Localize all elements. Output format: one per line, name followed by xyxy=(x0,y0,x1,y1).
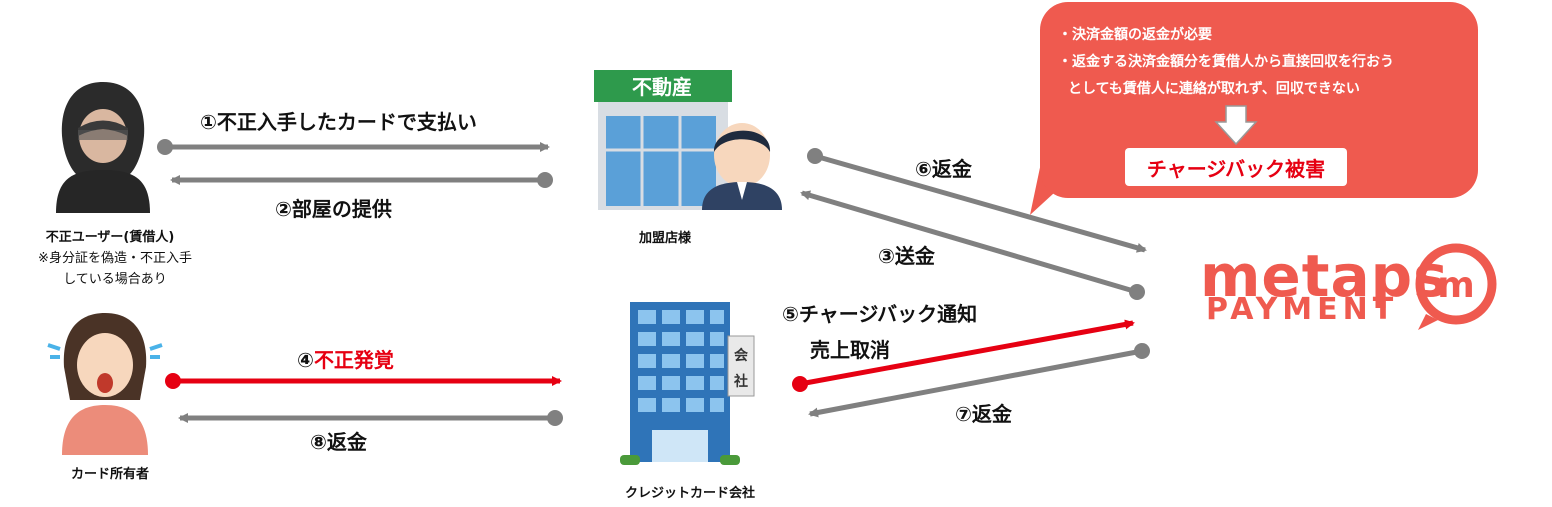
arrow-step-5 xyxy=(792,319,1135,392)
card-company-label: クレジットカード会社 xyxy=(624,486,755,501)
payment-logo-text: PAYMENT xyxy=(1206,292,1399,327)
step-5-label-line1: ⑤チャージバック通知 xyxy=(782,302,978,326)
step-7-label: ⑦返金 xyxy=(955,402,1012,426)
step-4-prefix: ④ xyxy=(297,348,314,372)
metaps-logo-mark-letter: m xyxy=(1437,265,1475,306)
arrow-step-1 xyxy=(157,139,550,155)
arrow-step-6 xyxy=(807,148,1147,253)
chargeback-damage-box: チャージバック被害 xyxy=(1125,148,1347,186)
arrow-step-8 xyxy=(178,410,563,426)
card-owner-label: カード所有者 xyxy=(70,467,149,482)
arrow-step-2 xyxy=(170,172,553,188)
distressed-card-owner-icon xyxy=(47,313,163,455)
fraud-user-label: 不正ユーザー(賃借人) xyxy=(45,230,175,245)
step-5-label-line2: 売上取消 xyxy=(810,338,890,362)
metaps-logo-mark: m xyxy=(1415,243,1497,330)
callout-line1: ・決済金額の返金が必要 xyxy=(1058,27,1212,43)
arrow-step-7 xyxy=(808,343,1150,418)
step-3-label: ③送金 xyxy=(878,244,935,268)
step-4-label: ④不正発覚 xyxy=(297,344,394,373)
arrow-step-4 xyxy=(165,373,562,389)
callout-line2: ・返金する決済金額分を賃借人から直接回収を行おう xyxy=(1058,54,1394,70)
company-sign-top: 会 xyxy=(734,347,749,364)
hooded-figure-icon xyxy=(56,82,150,213)
down-arrow-icon xyxy=(1214,105,1258,146)
company-sign-bottom: 社 xyxy=(733,373,748,390)
chargeback-damage-text: チャージバック被害 xyxy=(1146,156,1326,181)
merchant-label: 加盟店様 xyxy=(638,231,691,246)
step-4-text: 不正発覚 xyxy=(313,348,394,372)
real-estate-office-icon: 不動産 xyxy=(594,70,782,210)
fraud-user-note-line2: している場合あり xyxy=(63,272,167,287)
callout-line3: としても賃借人に連絡が取れず、回収できない xyxy=(1068,81,1360,97)
step-6-label: ⑥返金 xyxy=(915,157,972,181)
step-2-label: ②部屋の提供 xyxy=(275,197,392,221)
fraud-user-note-line1: ※身分証を偽造・不正入手 xyxy=(38,251,192,266)
merchant-sign-text: 不動産 xyxy=(632,75,692,99)
arrow-step-3 xyxy=(800,190,1145,300)
metaps-logo-text: metaps xyxy=(1200,242,1449,310)
step-8-label: ⑧返金 xyxy=(310,430,367,454)
office-building-icon: 会 社 xyxy=(620,302,755,465)
step-1-label: ①不正入手したカードで支払い xyxy=(200,110,477,134)
